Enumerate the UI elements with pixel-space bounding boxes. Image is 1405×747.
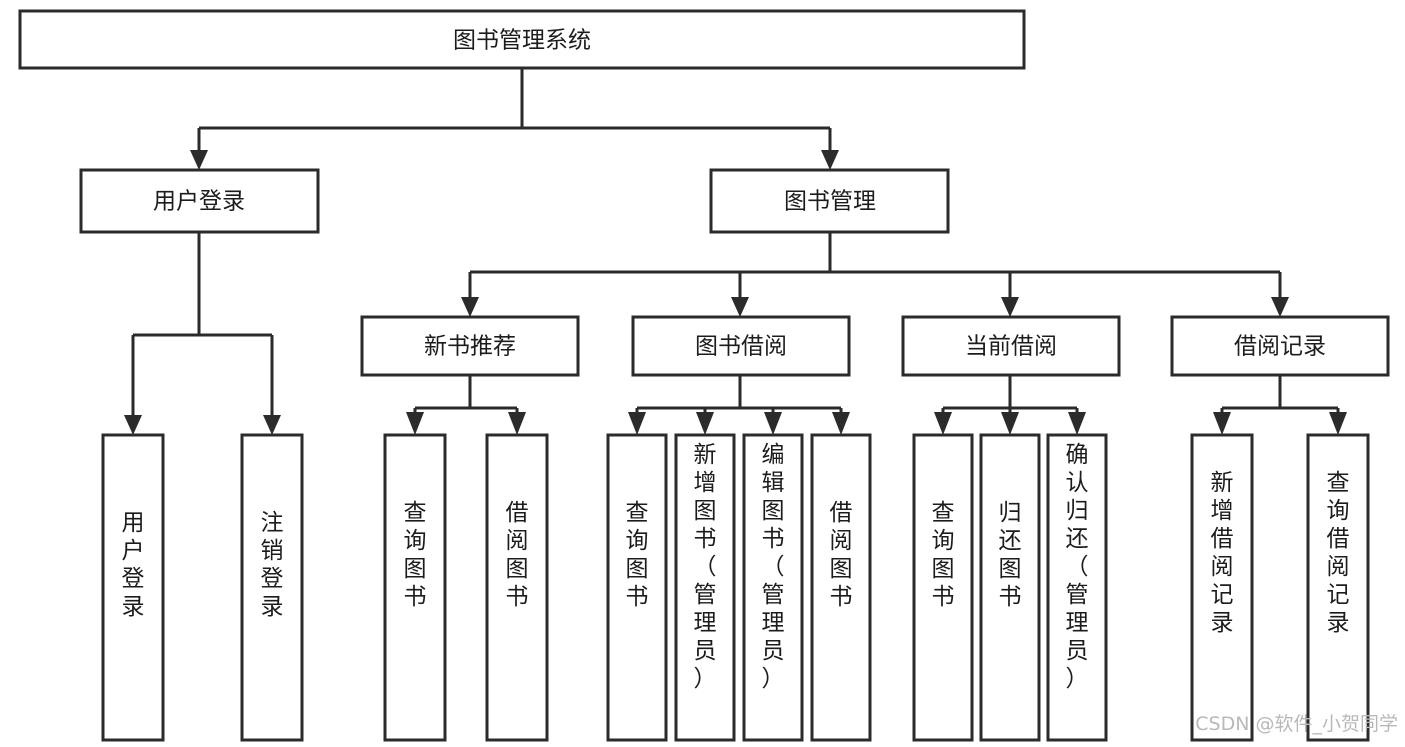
node-root[interactable]: 图书管理系统 [18, 9, 1026, 70]
leaf-borrow-book-1-label: 借阅图书 [506, 500, 529, 610]
leaf-query-book-2-box[interactable] [606, 433, 668, 742]
node-user-login-label: 用户登录 [153, 189, 245, 215]
arrowhead-borrow-record [1271, 297, 1289, 317]
leaf-borrow-book-2[interactable]: 借阅图书 [810, 433, 872, 742]
arrowhead-new-book [461, 297, 479, 317]
leaf-query-record-label: 查询借阅记录 [1327, 470, 1350, 636]
leaf-return-book-label: 归还图书 [999, 500, 1022, 610]
leaf-user-logout[interactable]: 注销登录 [240, 433, 304, 742]
leaf-query-record-box[interactable] [1306, 433, 1370, 742]
leaf-query-book-1[interactable]: 查询图书 [383, 433, 447, 742]
arrowhead-bb-leaf-2 [764, 412, 782, 435]
node-user-login-box[interactable] [79, 168, 320, 234]
leaf-confirm-return-box[interactable] [1046, 433, 1108, 742]
arrowhead-nb-leaf-1 [508, 412, 526, 435]
node-new-book-recommend-label: 新书推荐 [424, 334, 516, 360]
arrowhead-nb-leaf-0 [406, 412, 424, 435]
node-book-borrow-box[interactable] [631, 315, 851, 377]
arrowhead-cb-leaf-2 [1068, 412, 1086, 435]
leaf-query-record[interactable]: 查询借阅记录 [1306, 433, 1370, 742]
leaf-add-book[interactable]: 新增图书（管理员） [674, 433, 736, 742]
node-user-login[interactable]: 用户登录 [79, 168, 320, 234]
node-borrow-record-label: 借阅记录 [1234, 334, 1326, 360]
leaf-add-book-box[interactable] [674, 433, 736, 742]
leaf-user-logout-label: 注销登录 [261, 510, 284, 620]
leaf-edit-book[interactable]: 编辑图书（管理员） [742, 433, 804, 742]
node-book-borrow[interactable]: 图书借阅 [631, 315, 851, 377]
arrowhead-bb-leaf-1 [696, 412, 714, 435]
leaf-borrow-book-1[interactable]: 借阅图书 [485, 433, 549, 742]
leaf-query-book-3[interactable]: 查询图书 [912, 433, 974, 742]
leaf-confirm-return[interactable]: 确认归还（管理员） [1046, 433, 1108, 742]
connector-group [124, 68, 1347, 435]
arrowhead-bb-leaf-3 [832, 412, 850, 435]
node-book-borrow-label: 图书借阅 [695, 334, 787, 360]
node-root-label: 图书管理系统 [453, 28, 591, 54]
node-current-borrow-label: 当前借阅 [965, 334, 1057, 360]
leaf-add-record-box[interactable] [1190, 433, 1254, 742]
leaf-borrow-book-2-box[interactable] [810, 433, 872, 742]
arrowhead-cb-leaf-0 [934, 412, 952, 435]
node-current-borrow[interactable]: 当前借阅 [901, 315, 1121, 377]
leaf-query-book-1-label: 查询图书 [404, 500, 427, 610]
leaf-query-book-2[interactable]: 查询图书 [606, 433, 668, 742]
leaf-confirm-return-label: 确认归还（管理员） [1066, 442, 1089, 692]
arrowhead-br-leaf-0 [1213, 412, 1231, 435]
arrowhead-bb-leaf-0 [628, 412, 646, 435]
arrowhead-ul-leaf-0 [124, 415, 142, 435]
leaf-add-book-label: 新增图书（管理员） [694, 442, 717, 692]
leaf-query-book-3-box[interactable] [912, 433, 974, 742]
node-borrow-record-box[interactable] [1170, 315, 1390, 377]
node-root-box[interactable] [18, 9, 1026, 70]
leaf-edit-book-label: 编辑图书（管理员） [762, 442, 785, 692]
leaf-query-book-3-label: 查询图书 [932, 500, 955, 610]
arrowhead-current-borrow [1001, 297, 1019, 317]
leaf-return-book-box[interactable] [979, 433, 1041, 742]
arrowhead-book-borrow [731, 297, 749, 317]
node-book-manage[interactable]: 图书管理 [709, 168, 950, 234]
leaf-borrow-book-2-label: 借阅图书 [830, 500, 853, 610]
leaf-user-login-label: 用户登录 [122, 510, 145, 620]
leaf-user-logout-box[interactable] [240, 433, 304, 742]
arrowhead-ul-leaf-1 [263, 415, 281, 435]
arrowhead-cb-leaf-1 [1001, 412, 1019, 435]
leaf-edit-book-box[interactable] [742, 433, 804, 742]
leaf-return-book[interactable]: 归还图书 [979, 433, 1041, 742]
node-borrow-record[interactable]: 借阅记录 [1170, 315, 1390, 377]
node-current-borrow-box[interactable] [901, 315, 1121, 377]
arrowhead-user-login [190, 150, 208, 170]
node-book-manage-box[interactable] [709, 168, 950, 234]
node-new-book-recommend-box[interactable] [360, 315, 580, 377]
node-new-book-recommend[interactable]: 新书推荐 [360, 315, 580, 377]
leaf-add-record[interactable]: 新增借阅记录 [1190, 433, 1254, 742]
arrowhead-book-manage [821, 150, 839, 170]
leaf-query-book-2-label: 查询图书 [626, 500, 649, 610]
leaf-query-book-1-box[interactable] [383, 433, 447, 742]
leaf-add-record-label: 新增借阅记录 [1211, 470, 1234, 636]
leaf-user-login-box[interactable] [101, 433, 165, 742]
leaf-user-login[interactable]: 用户登录 [101, 433, 165, 742]
node-book-manage-label: 图书管理 [784, 189, 876, 215]
csdn-watermark: CSDN @软件_小贺同学 [1195, 713, 1398, 735]
arrowhead-br-leaf-1 [1329, 412, 1347, 435]
leaf-borrow-book-1-box[interactable] [485, 433, 549, 742]
